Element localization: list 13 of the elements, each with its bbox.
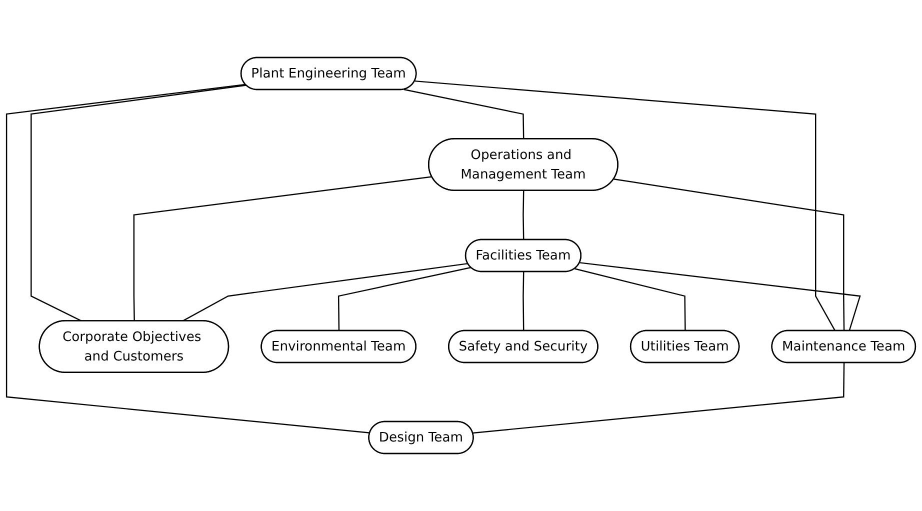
connector [580, 262, 861, 332]
connector [182, 262, 468, 322]
connector [522, 190, 524, 240]
connector [614, 178, 845, 331]
connector [30, 84, 246, 322]
connector [522, 272, 524, 331]
connector [574, 268, 686, 331]
connector [472, 362, 845, 434]
connector [133, 176, 432, 322]
connector [404, 88, 524, 140]
connector [338, 266, 472, 331]
connector [6, 84, 370, 434]
connector [414, 80, 836, 332]
